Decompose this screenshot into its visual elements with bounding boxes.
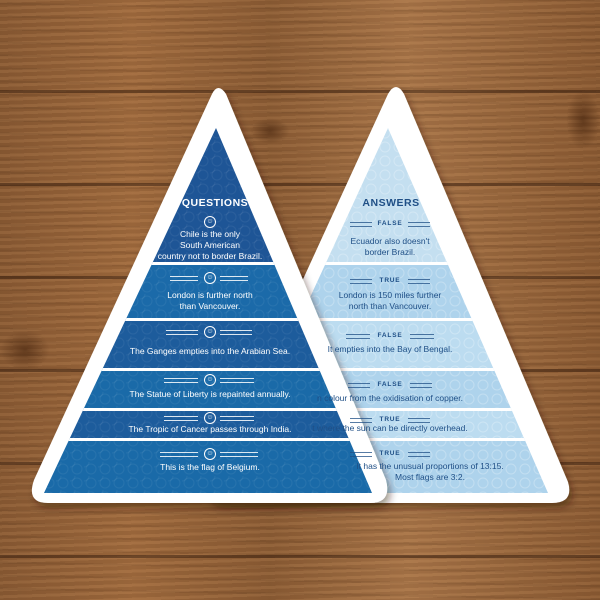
answer-2-line-2: north than Vancouver.	[348, 301, 432, 311]
question-3-rule-right	[220, 330, 252, 335]
answer-1-line-1: Ecuador also doesn't	[350, 236, 430, 246]
answer-4-tag: FALSE	[377, 381, 403, 388]
answer-1-rule-left	[350, 222, 372, 227]
answer-2-line-1: London is 150 miles further	[338, 290, 442, 300]
answer-1-rule-right	[408, 222, 430, 227]
answer-2-tag: TRUE	[379, 277, 401, 284]
question-5-rule-right	[220, 416, 254, 421]
question-6-line-1: This is the flag of Belgium.	[160, 462, 260, 472]
answer-4-line-1: n colour from the oxidisation of copper.	[317, 393, 463, 403]
answer-6-line-1: It has the unusual proportions of 13:15.	[356, 461, 504, 471]
wood-knot	[250, 118, 290, 144]
wood-knot	[566, 90, 600, 150]
question-4-rule-left	[164, 378, 198, 383]
question-badge-icon: ☺	[204, 412, 216, 424]
answer-3-tag: FALSE	[377, 332, 403, 339]
answer-6-rule-left	[350, 452, 372, 457]
answer-5-line-1: t where the sun can be directly overhead…	[312, 423, 468, 433]
question-badge-icon: ☺	[204, 326, 216, 338]
answer-6-rule-right	[408, 452, 430, 457]
answer-2-rule-left	[350, 279, 372, 284]
answer-6-line-2: Most flags are 3:2.	[395, 472, 465, 482]
answer-5-rule-right	[408, 418, 430, 423]
question-4-line-1: The Statue of Liberty is repainted annua…	[129, 389, 291, 399]
answer-5-rule-left	[350, 418, 372, 423]
answer-6-tag: TRUE	[379, 450, 401, 457]
answers-title: ANSWERS	[362, 197, 420, 209]
question-5-line-1: The Tropic of Cancer passes through Indi…	[128, 424, 292, 434]
answer-3-rule-right	[410, 334, 434, 339]
question-badge-icon: ☺	[204, 216, 216, 228]
question-2-rule-right	[220, 276, 248, 281]
question-2-line-1: London is further north	[167, 290, 253, 300]
questions-title: QUESTIONS	[181, 197, 249, 209]
question-badge-icon: ☺	[204, 374, 216, 386]
question-badge-icon: ☺	[204, 272, 216, 284]
answer-2-rule-right	[408, 279, 430, 284]
question-4-rule-right	[220, 378, 254, 383]
answer-5-tag: TRUE	[379, 416, 401, 423]
question-6-rule-left	[160, 452, 198, 457]
answer-3-line-1: It empties into the Bay of Bengal.	[327, 344, 453, 354]
answer-1-tag: FALSE	[377, 220, 403, 227]
wood-knot	[0, 330, 50, 370]
answer-4-rule-right	[410, 383, 432, 388]
question-badge-icon: ☺	[204, 448, 216, 460]
answer-3-rule-left	[346, 334, 370, 339]
question-3-rule-left	[166, 330, 198, 335]
question-6-rule-right	[220, 452, 258, 457]
question-5-rule-left	[164, 416, 198, 421]
answer-1-line-2: border Brazil.	[364, 247, 416, 257]
question-1-line-3: country not to border Brazil.	[157, 251, 263, 261]
question-2-line-2: than Vancouver.	[179, 301, 241, 311]
question-3-line-1: The Ganges empties into the Arabian Sea.	[129, 346, 291, 356]
question-1-line-1: Chile is the only	[179, 229, 240, 239]
answer-4-rule-left	[348, 383, 370, 388]
question-2-rule-left	[170, 276, 198, 281]
question-1-line-2: South American	[179, 240, 240, 250]
